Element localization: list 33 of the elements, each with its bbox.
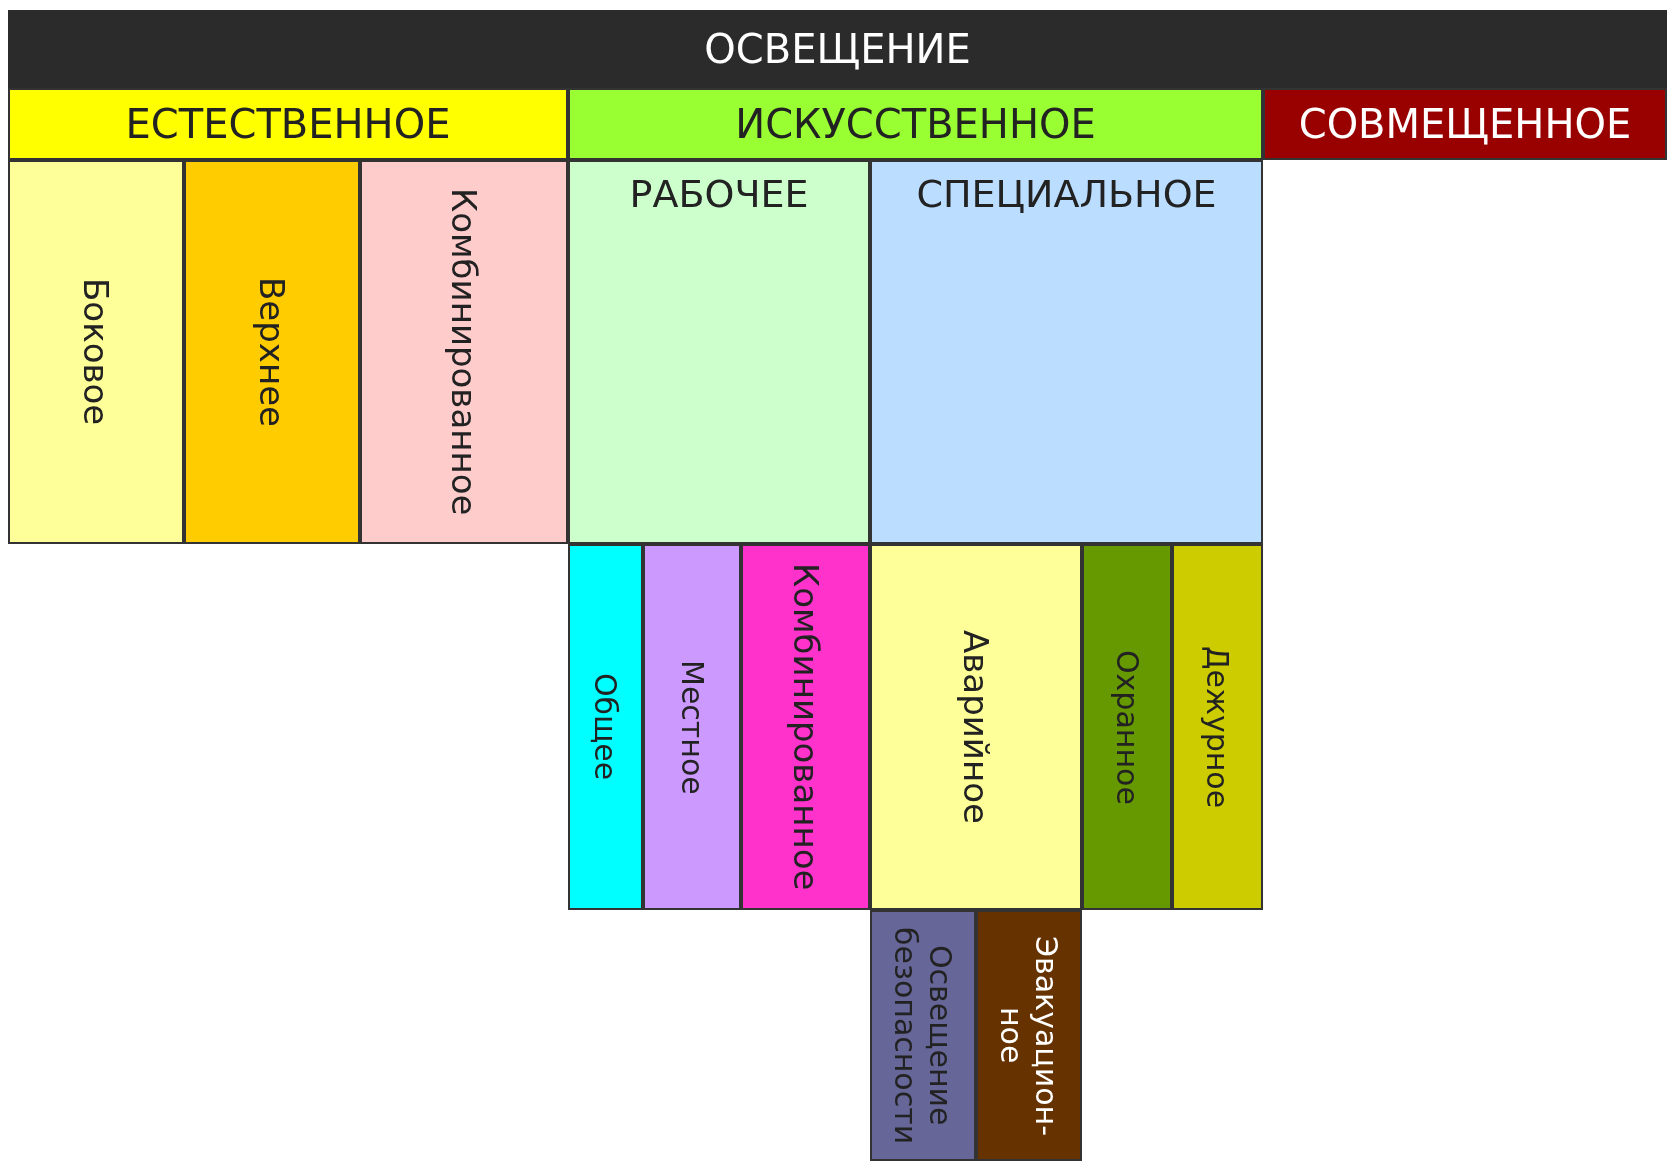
category-label: Охранное <box>1109 649 1145 805</box>
category-label: РАБОЧЕЕ <box>629 172 809 216</box>
category-box <box>1263 88 1667 160</box>
category-box <box>1172 544 1263 910</box>
category-box <box>870 544 1082 910</box>
category-label: Эвакуацион- ное <box>994 934 1064 1138</box>
category-box <box>568 160 870 544</box>
category-label: СОВМЕЩЕННОЕ <box>1298 101 1632 147</box>
title: ОСВЕЩЕНИЕ <box>704 26 971 72</box>
category-label: Боковое <box>76 278 116 426</box>
category-label: Дежурное <box>1200 645 1235 809</box>
category-label: Общее <box>588 673 623 781</box>
category-label: Аварийное <box>956 630 996 824</box>
category-label: ИСКУССТВЕННОЕ <box>735 101 1096 147</box>
category-label: ЕСТЕСТВЕННОЕ <box>125 101 451 147</box>
category-label: Комбинированное <box>785 563 826 891</box>
category-box <box>870 910 976 1161</box>
category-label: Освещение безопасности <box>888 925 958 1147</box>
category-box <box>8 88 568 160</box>
category-box <box>360 160 568 544</box>
category-box <box>1082 544 1172 910</box>
category-box <box>568 88 1263 160</box>
category-box <box>643 544 741 910</box>
category-label: Комбинированное <box>444 188 484 516</box>
category-box <box>568 544 643 910</box>
category-label: Верхнее <box>252 277 292 427</box>
category-box <box>8 160 184 544</box>
category-box <box>870 160 1263 544</box>
category-label: Местное <box>674 659 710 795</box>
category-box <box>184 160 360 544</box>
category-box <box>741 544 870 910</box>
category-label: СПЕЦИАЛЬНОЕ <box>916 172 1217 216</box>
category-box <box>976 910 1082 1161</box>
